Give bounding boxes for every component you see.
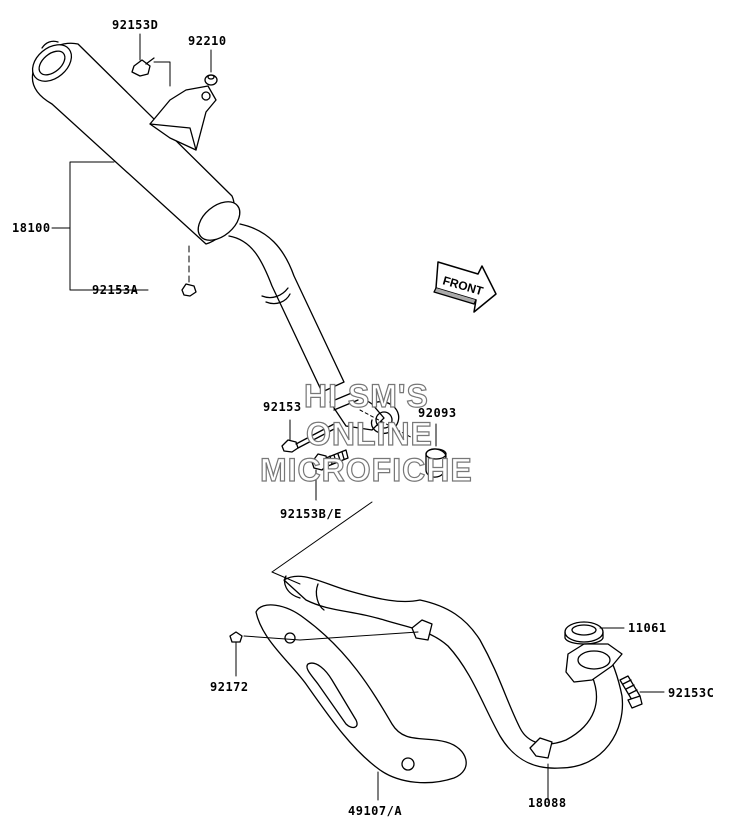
label-92153D[interactable]: 92153D <box>112 18 159 32</box>
bolt-92153BE[interactable] <box>311 449 349 471</box>
watermark-line1: HI SM'S <box>303 377 429 414</box>
bolt-92153D[interactable] <box>131 57 155 77</box>
heat-guard-part[interactable] <box>255 604 467 784</box>
muffler-part[interactable] <box>26 37 400 435</box>
watermark-line3: MICROFICHE <box>259 451 473 488</box>
watermark-line2: ONLINE <box>305 415 433 452</box>
grommet-92210[interactable] <box>204 74 218 86</box>
screw-92172[interactable] <box>229 631 243 643</box>
label-92210[interactable]: 92210 <box>188 34 227 48</box>
bolt-92153A[interactable] <box>181 283 197 297</box>
gasket-11061[interactable] <box>564 621 604 645</box>
label-18088[interactable]: 18088 <box>528 796 567 810</box>
gasket-92093[interactable] <box>425 448 447 478</box>
label-11061[interactable]: 11061 <box>628 621 667 635</box>
leader-lines <box>69 33 665 801</box>
label-92153BE[interactable]: 92153B/E <box>280 507 342 521</box>
label-49107A[interactable]: 49107/A <box>348 804 403 818</box>
front-direction-arrow: FRONT <box>433 261 497 313</box>
label-92153A[interactable]: 92153A <box>92 283 139 297</box>
bolt-92153[interactable] <box>281 423 337 453</box>
label-18100[interactable]: 18100 <box>12 221 51 235</box>
label-92172[interactable]: 92172 <box>210 680 249 694</box>
label-92153[interactable]: 92153 <box>263 400 302 414</box>
label-92093[interactable]: 92093 <box>418 406 457 420</box>
bolt-92153C[interactable] <box>619 675 643 709</box>
label-92153C[interactable]: 92153C <box>668 686 715 700</box>
